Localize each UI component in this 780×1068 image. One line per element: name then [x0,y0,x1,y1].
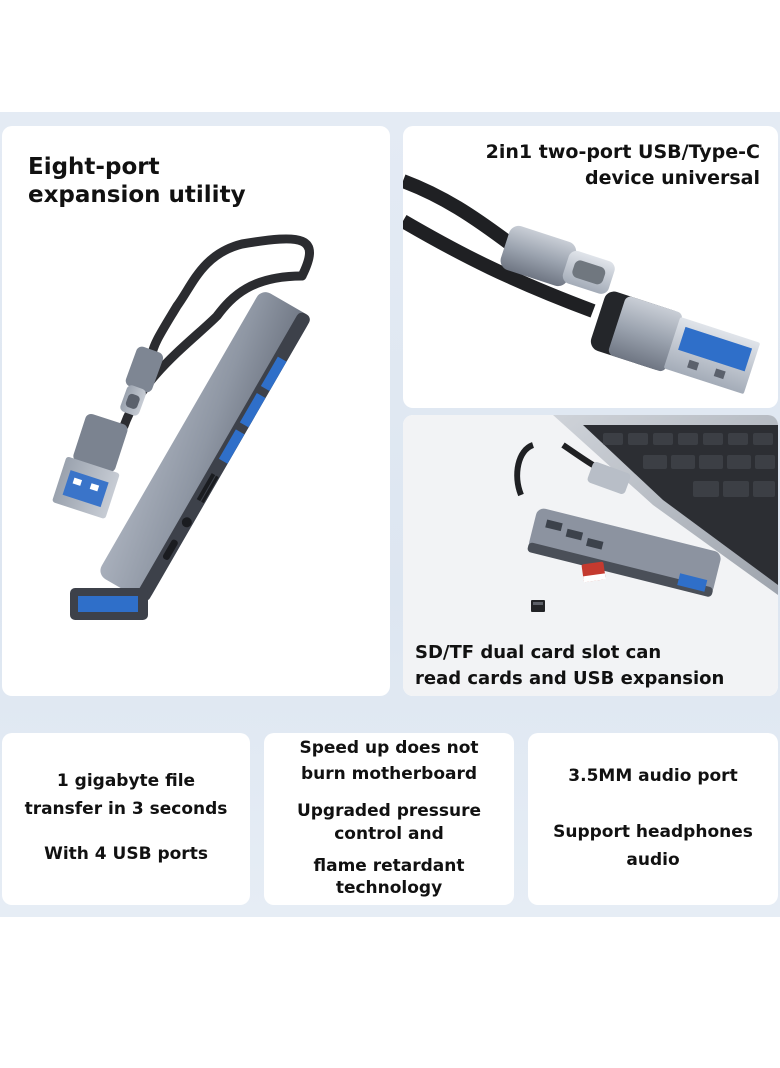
transfer-text-line2: transfer in 3 seconds [24,799,228,819]
safety-text-line3: Upgraded pressure [296,801,482,821]
audio-feature-card: 3.5MM audio port Support headphones audi… [528,733,778,905]
cardslot-text-line1: SD/TF dual card slot can [415,642,662,663]
audio-text-line2: Support headphones [553,822,753,842]
main-title-line2: expansion utility [28,182,246,208]
cardslot-card: SD/TF dual card slot can read cards and … [403,415,778,696]
laptop-keyboard-icon [403,415,778,696]
transfer-text-line3: With 4 USB ports [44,844,208,864]
sd-card-icon [581,561,606,583]
safety-text-line5: flame retardant [313,856,465,876]
transfer-text-line1: 1 gigabyte file [56,771,196,791]
safety-text-line1: Speed up does not [299,738,479,758]
connector-text-line2: device universal [585,167,760,189]
safety-text-line4: control and [334,824,444,844]
safety-text-line2: burn motherboard [300,764,478,784]
main-title-line1: Eight-port [28,154,160,180]
audio-text-line1: 3.5MM audio port [568,766,738,786]
micro-sd-card-icon [531,600,545,612]
connector-card: 2in1 two-port USB/Type-C device universa… [403,126,778,408]
connector-text-line1: 2in1 two-port USB/Type-C [485,141,760,163]
usb-a-type-c-plug-icon [403,174,760,394]
usb-hub-icon [52,234,314,620]
safety-feature-card: Speed up does not burn motherboard Upgra… [264,733,514,905]
transfer-feature-card: 1 gigabyte file transfer in 3 seconds Wi… [2,733,250,905]
safety-text-line6: technology [335,878,443,898]
audio-text-line3: audio [626,850,680,870]
cardslot-text-line2: read cards and USB expansion [415,668,725,689]
main-product-card: Eight-port expansion utility [2,126,390,696]
